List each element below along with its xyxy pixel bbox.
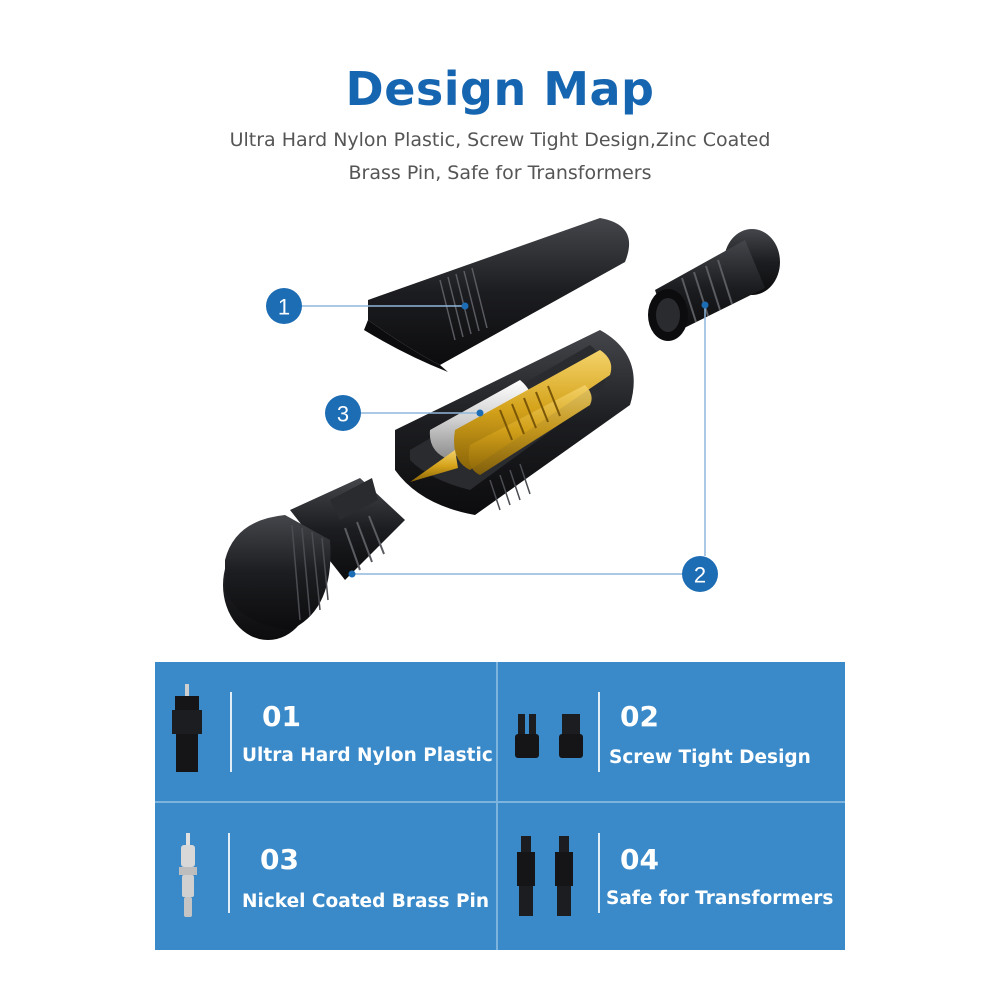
plug-body-icon	[172, 684, 202, 772]
cell-divider	[230, 692, 232, 772]
page-subtitle: Ultra Hard Nylon Plastic, Screw Tight De…	[190, 124, 810, 190]
exploded-connector-illustration: 1 3 2	[223, 218, 780, 640]
feature-cell-03: 03 Nickel Coated Brass Pin	[155, 803, 498, 950]
brass-pin-icon	[179, 833, 197, 917]
subtitle-line-1: Ultra Hard Nylon Plastic, Screw Tight De…	[229, 129, 771, 151]
cell-divider	[598, 692, 600, 772]
callout-1-label: 1	[278, 295, 290, 320]
half-shell-part	[364, 218, 630, 372]
feature-grid: 01 Ultra Hard Nylon Plastic 02 Screw Tig…	[155, 662, 845, 950]
subtitle-line-2: Brass Pin, Safe for Transformers	[348, 162, 652, 184]
callout-1: 1	[266, 288, 302, 324]
callout-2-label: 2	[694, 563, 706, 588]
feature-number: 01	[262, 700, 301, 733]
cell-divider	[598, 833, 600, 913]
feature-text: Safe for Transformers	[606, 888, 834, 909]
feature-number: 03	[260, 843, 299, 876]
feature-number: 04	[620, 843, 659, 876]
feature-cell-04: 04 Safe for Transformers	[498, 803, 845, 950]
screw-caps-icon	[515, 714, 583, 758]
callout-2: 2	[682, 556, 718, 592]
feature-text: Nickel Coated Brass Pin	[242, 891, 490, 912]
feature-cell-02: 02 Screw Tight Design	[498, 662, 845, 803]
plug-pair-icon	[517, 836, 573, 916]
page-title: Design Map	[345, 62, 655, 116]
callout-3: 3	[325, 395, 361, 431]
feature-text: Screw Tight Design	[609, 747, 811, 768]
cell-divider	[228, 833, 230, 913]
threaded-cap-part-right	[648, 229, 780, 341]
knurled-cap-part-left	[223, 478, 405, 640]
connector-body-part	[395, 330, 634, 515]
callout-3-label: 3	[337, 402, 349, 427]
feature-cell-01: 01 Ultra Hard Nylon Plastic	[155, 662, 498, 803]
feature-number: 02	[620, 700, 659, 733]
feature-text: Ultra Hard Nylon Plastic	[242, 745, 493, 766]
